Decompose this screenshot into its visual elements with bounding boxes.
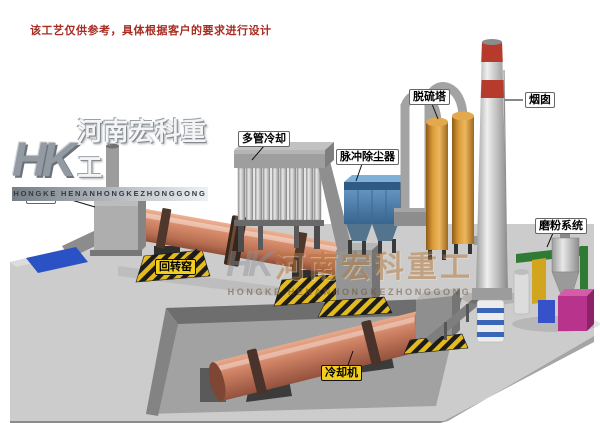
label-rotary-kiln: 回转窑 (155, 259, 196, 275)
label-multi-tube-cooler: 多管冷却 (238, 131, 290, 147)
logo-company-name: 河南宏科重工 (77, 118, 208, 182)
company-logo: HK 河南宏科重工 HONGKE HENANHONGKEZHONGGONG (12, 112, 208, 201)
label-desulfurization-tower: 脱硫塔 (409, 89, 450, 105)
grinding-system-graphic (512, 226, 600, 332)
label-cooler: 冷却机 (321, 365, 362, 381)
water-basin-graphic (26, 247, 88, 273)
kiln-hood-graphic (317, 243, 393, 318)
leader-lines (57, 99, 554, 366)
smoke-chamber-graphic (90, 143, 146, 256)
conveyor-graphic (426, 288, 492, 344)
cooler-hood-graphic (403, 288, 469, 355)
cooling-machine-graphic (200, 310, 432, 402)
chimney-base-equipment-graphic (476, 299, 505, 343)
label-grinding-system: 磨粉系统 (535, 218, 587, 234)
label-chimney: 烟囱 (525, 92, 555, 108)
logo-company-name-en: HONGKE HENANHONGKEZHONGGONG (12, 187, 208, 201)
disclaimer-text: 该工艺仅供参考，具体根据客户的要求进行设计 (30, 25, 272, 37)
label-pulse-dust-collector: 脉冲除尘器 (336, 149, 399, 165)
logo-monogram: HK (12, 134, 76, 188)
